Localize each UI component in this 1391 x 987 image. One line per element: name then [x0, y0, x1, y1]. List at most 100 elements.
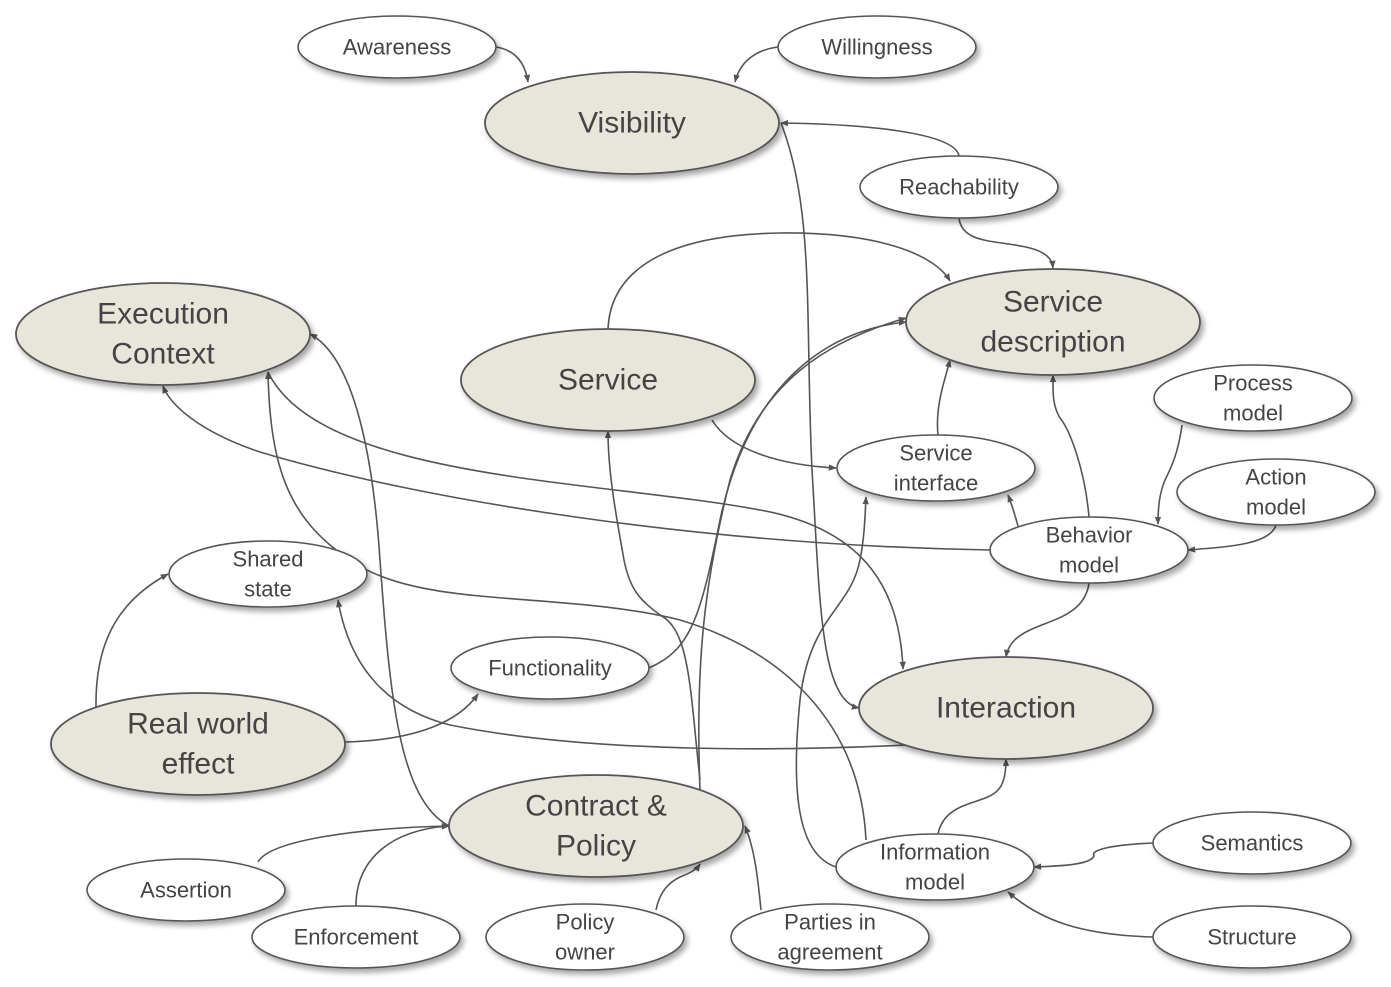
- edge-reachability-to-service-description: [958, 217, 1056, 269]
- edge-semantics-to-information-model: [1033, 842, 1154, 870]
- edge-contract-policy-to-execution-context: [309, 333, 450, 827]
- node-functionality-shape: [450, 636, 650, 700]
- nodes-layer: Awareness WillingnessVisibilityReachabili…: [15, 15, 1376, 971]
- node-policy-owner-shape: [485, 903, 685, 971]
- edge-interaction-to-shared-state: [336, 599, 909, 750]
- node-assertion-shape: [86, 858, 286, 922]
- node-awareness: Awareness: [297, 15, 497, 79]
- node-contract-policy: Contract & Policy: [448, 774, 744, 878]
- node-policy-owner: Policy owner: [485, 903, 685, 971]
- node-real-world-effect-label: Real world: [127, 708, 269, 741]
- edge-behavior-model-to-service-interface: [1007, 494, 1019, 527]
- edge-assertion-to-contract-policy: [257, 822, 450, 863]
- node-visibility-label: Visibility: [578, 107, 686, 140]
- node-information-model: Information model: [835, 833, 1035, 901]
- node-action-model-label: model: [1246, 495, 1306, 520]
- node-execution-context-shape: [15, 282, 311, 386]
- node-information-model-label: model: [905, 870, 965, 895]
- node-interaction: Interaction: [858, 656, 1154, 760]
- node-service-description-label: Service: [1003, 286, 1103, 319]
- edge-awareness-to-visibility: [495, 46, 531, 83]
- node-parties-in-agreement-shape: [730, 903, 930, 971]
- node-information-model-label: Information: [880, 840, 990, 865]
- node-execution-context-label: Context: [111, 338, 215, 371]
- edge-visibility-to-interaction: [780, 122, 860, 710]
- node-shared-state-label: Shared: [233, 547, 304, 572]
- edge-parties-in-agreement-to-service: [604, 430, 701, 781]
- edge-service-interface-to-service-description: [936, 359, 952, 436]
- node-real-world-effect: Real world effect: [50, 692, 346, 796]
- edge-information-model-to-execution-context: [264, 371, 867, 841]
- node-willingness: Willingness: [777, 15, 977, 79]
- node-service-interface-shape: [836, 434, 1036, 502]
- node-parties-in-agreement-label: Parties in: [784, 910, 876, 935]
- edge-service-to-service-description: [607, 232, 951, 330]
- node-service-interface-label: interface: [894, 471, 978, 496]
- edge-contract-policy-to-service-description: [697, 316, 907, 791]
- node-service: Service: [460, 328, 756, 432]
- node-contract-policy-shape: [448, 774, 744, 878]
- node-policy-owner-label: owner: [555, 940, 615, 965]
- node-process-model-label: Process: [1213, 371, 1292, 396]
- node-reachability-label: Reachability: [899, 175, 1019, 200]
- node-enforcement: Enforcement: [251, 905, 461, 969]
- node-real-world-effect-label: effect: [162, 748, 235, 781]
- node-action-model-shape: [1176, 458, 1376, 526]
- edge-enforcement-to-contract-policy: [355, 823, 450, 907]
- node-service-description: Service description: [905, 268, 1201, 376]
- node-visibility-shape: [484, 71, 780, 175]
- node-action-model-label: Action: [1245, 465, 1306, 490]
- node-functionality-label: Functionality: [488, 656, 612, 681]
- edge-execution-context-to-interaction: [267, 371, 906, 670]
- node-semantics: Semantics: [1152, 811, 1352, 875]
- node-enforcement-label: Enforcement: [294, 925, 419, 950]
- edge-structure-to-information-model: [1007, 891, 1154, 938]
- node-shared-state-label: state: [244, 577, 292, 602]
- node-process-model: Process model: [1153, 364, 1353, 432]
- node-service-label: Service: [558, 364, 658, 397]
- node-structure-shape: [1152, 905, 1352, 969]
- node-service-interface-label: Service: [899, 441, 972, 466]
- edges-layer: [95, 46, 1277, 938]
- node-service-shape: [460, 328, 756, 432]
- node-reachability: Reachability: [859, 155, 1059, 219]
- node-willingness-label: Willingness: [821, 35, 932, 60]
- node-semantics-label: Semantics: [1201, 831, 1304, 856]
- node-structure-label: Structure: [1207, 925, 1296, 950]
- node-service-description-shape: [905, 268, 1201, 376]
- edge-process-model-to-behavior-model: [1154, 424, 1183, 525]
- node-structure: Structure: [1152, 905, 1352, 969]
- edge-willingness-to-visibility: [733, 46, 779, 83]
- node-information-model-shape: [835, 833, 1035, 901]
- edge-action-model-to-behavior-model: [1187, 524, 1277, 553]
- node-assertion-label: Assertion: [140, 878, 232, 903]
- node-parties-in-agreement-label: agreement: [777, 940, 882, 965]
- node-willingness-shape: [777, 15, 977, 79]
- edge-information-model-to-interaction: [937, 758, 1010, 835]
- edge-behavior-model-to-interaction: [1004, 582, 1090, 658]
- node-service-description-label: description: [980, 326, 1125, 359]
- node-contract-policy-label: Contract &: [525, 790, 667, 823]
- node-contract-policy-label: Policy: [556, 830, 636, 863]
- node-semantics-shape: [1152, 811, 1352, 875]
- node-policy-owner-label: Policy: [556, 910, 615, 935]
- node-behavior-model-label: model: [1059, 553, 1119, 578]
- node-visibility: Visibility: [484, 71, 780, 175]
- node-action-model: Action model: [1176, 458, 1376, 526]
- edge-information-model-to-service-interface: [795, 496, 869, 868]
- edge-behavior-model-to-execution-context: [162, 385, 991, 551]
- node-real-world-effect-shape: [50, 692, 346, 796]
- node-process-model-label: model: [1223, 401, 1283, 426]
- edge-real-world-effect-to-functionality: [344, 693, 479, 743]
- node-reachability-shape: [859, 155, 1059, 219]
- node-shared-state: Shared state: [168, 540, 368, 608]
- node-interaction-shape: [858, 656, 1154, 760]
- node-shared-state-shape: [168, 540, 368, 608]
- node-assertion: Assertion: [86, 858, 286, 922]
- edge-service-to-service-interface: [711, 419, 837, 471]
- node-awareness-label: Awareness: [343, 35, 451, 60]
- node-interaction-label: Interaction: [936, 692, 1076, 725]
